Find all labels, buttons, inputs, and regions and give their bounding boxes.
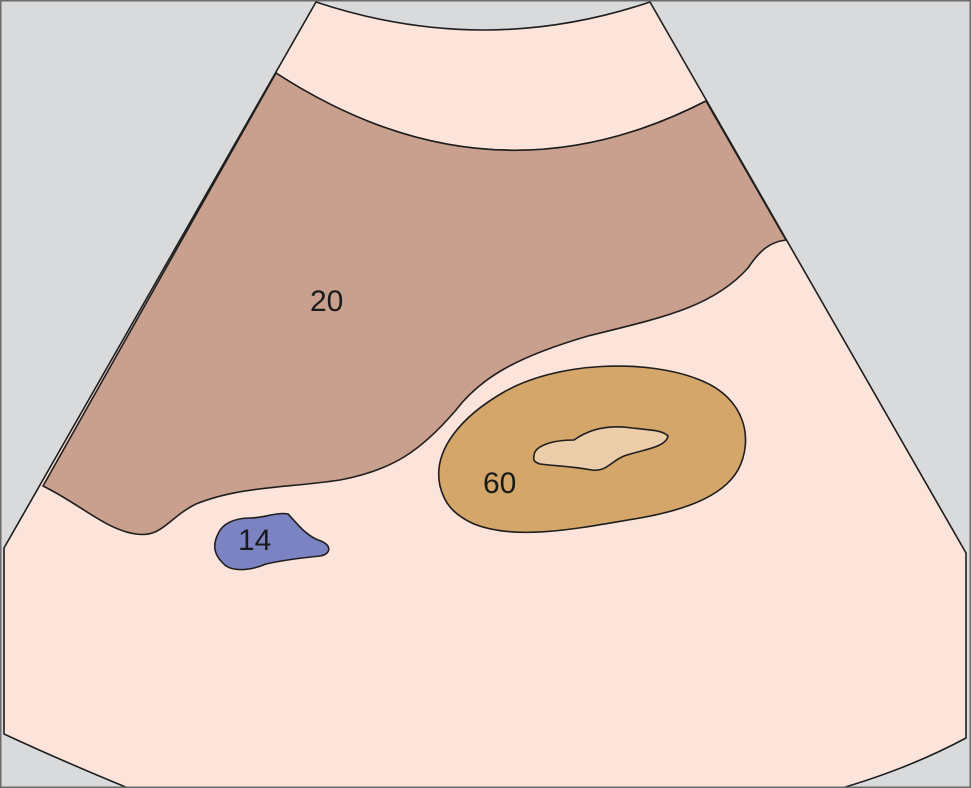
label-region-14: 14 — [238, 524, 271, 557]
region-20 — [42, 72, 787, 536]
label-region-20: 20 — [310, 285, 343, 318]
region-60-core — [532, 425, 669, 472]
label-region-60: 60 — [483, 467, 516, 500]
region-14 — [213, 512, 330, 571]
